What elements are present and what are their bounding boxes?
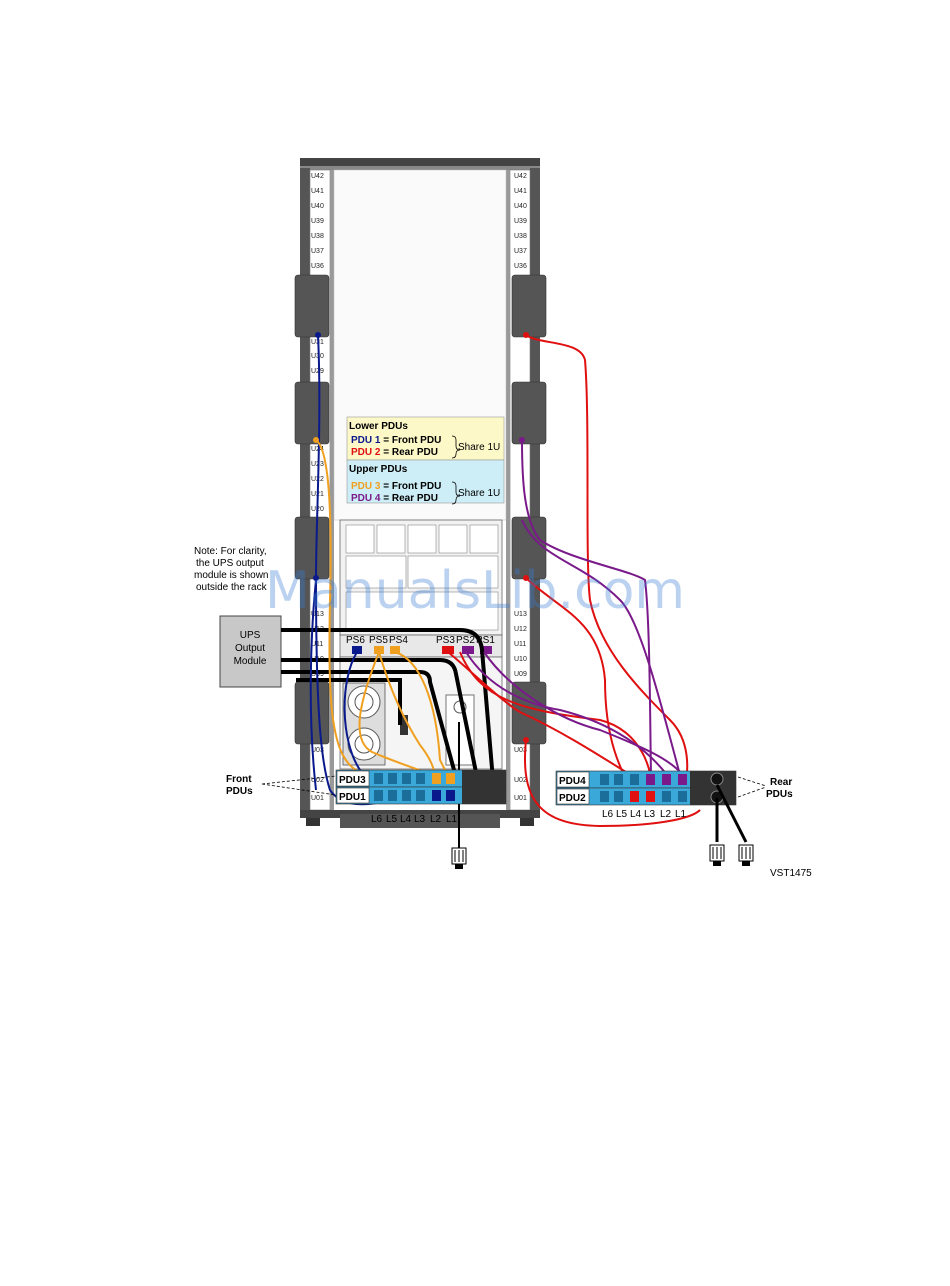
ps-labels: PS6 PS5 PS4 PS3 PS2 PS1 — [346, 635, 495, 646]
legend-pdu1: PDU 1 = Front PDU — [351, 435, 441, 446]
legend-upper: Upper PDUs PDU 3 = Front PDU PDU 4 = Rea… — [346, 459, 505, 505]
u-label: U11 — [514, 641, 526, 648]
u-label: U30 — [311, 353, 324, 360]
rear-line-labels: L6 L5 L4 L3 L2 L1 — [602, 809, 687, 820]
legend-pdu2: PDU 2 = Rear PDU — [351, 447, 438, 458]
figure-id: VST1475 — [770, 868, 812, 879]
line-label: L5 — [386, 814, 398, 825]
ps-label: PS5 — [369, 635, 388, 646]
u-label: U42 — [514, 173, 527, 180]
line-label: L2 — [660, 809, 672, 820]
u-label: U03 — [514, 747, 527, 754]
clarity-note: Note: For clarity, the UPS output module… — [194, 546, 268, 593]
legend-pdu4: PDU 4 = Rear PDU — [351, 493, 438, 504]
ups-label-line: Output — [235, 643, 265, 654]
note-line: module is shown — [194, 570, 268, 581]
ups-output-module: UPS Output Module — [219, 615, 282, 688]
note-line: the UPS output — [196, 558, 264, 569]
line-label: L3 — [644, 809, 656, 820]
ps-label: PS3 — [436, 635, 455, 646]
front-pdus-label: Front — [226, 774, 252, 785]
u-label: U24 — [311, 446, 324, 453]
u-label: U38 — [514, 233, 527, 240]
rear-input-cords — [715, 784, 748, 843]
u-label: U38 — [311, 233, 324, 240]
u-label: U03 — [311, 747, 324, 754]
ps-label: PS1 — [476, 635, 495, 646]
rail-brackets-left — [294, 274, 330, 745]
rear-pdu-4: PDU4 — [555, 770, 737, 789]
u-label: U02 — [514, 777, 527, 784]
rear-pdus-callout: Rear PDUs — [737, 776, 793, 800]
rear-power-plug-1 — [709, 844, 725, 866]
line-label: L5 — [616, 809, 628, 820]
line-label: L2 — [430, 814, 442, 825]
u-label: U39 — [514, 218, 527, 225]
legend-lower-share: Share 1U — [458, 442, 500, 453]
front-line-labels: L6 L5 L4 L3 L2 L1 — [371, 814, 458, 825]
legend-lower-title: Lower PDUs — [349, 421, 408, 432]
u-label: U29 — [311, 368, 324, 375]
front-pdu-3: PDU3 — [335, 769, 507, 788]
line-label: L6 — [602, 809, 614, 820]
watermark: ManualsLib.com — [265, 561, 685, 621]
note-line: outside the rack — [196, 582, 268, 593]
line-label: L1 — [446, 814, 458, 825]
u-label: U37 — [514, 248, 527, 255]
pdu1-label: PDU1 — [339, 792, 366, 803]
rear-power-plug-2 — [738, 844, 754, 866]
u-label: U13 — [514, 611, 527, 618]
u-label: U01 — [311, 795, 324, 802]
note-line: Note: For clarity, — [194, 546, 267, 557]
u-label: U09 — [514, 671, 527, 678]
ps-connectors — [352, 646, 492, 654]
front-pdus-label: PDUs — [226, 786, 253, 797]
u-label: U40 — [514, 203, 527, 210]
front-pdu-1: PDU1 — [335, 786, 507, 805]
rear-pdu-2: PDU2 — [555, 787, 737, 806]
u-label: U02 — [311, 777, 324, 784]
u-label: U36 — [514, 263, 527, 270]
line-label: L4 — [630, 809, 642, 820]
legend-upper-share: Share 1U — [458, 488, 500, 499]
legend-upper-title: Upper PDUs — [349, 464, 408, 475]
ps-label: PS4 — [389, 635, 408, 646]
ps-label: PS2 — [456, 635, 475, 646]
ups-label-line: Module — [234, 656, 267, 667]
u-label: U37 — [311, 248, 324, 255]
u-label: U42 — [311, 173, 324, 180]
pdu3-label: PDU3 — [339, 775, 366, 786]
line-label: L6 — [371, 814, 383, 825]
line-label: L1 — [675, 809, 687, 820]
purple-cables — [465, 439, 684, 776]
u-label: U41 — [311, 188, 324, 195]
rear-pdus-label: Rear — [770, 777, 792, 788]
pdu4-label: PDU4 — [559, 776, 586, 787]
u-label: U13 — [311, 611, 324, 618]
front-power-plug — [451, 847, 467, 869]
u-label: U12 — [514, 626, 527, 633]
legend-lower: Lower PDUs PDU 1 = Front PDU PDU 2 = Rea… — [346, 416, 505, 461]
ups-label-line: UPS — [240, 630, 261, 641]
u-label: U01 — [514, 795, 527, 802]
legend-pdu3: PDU 3 = Front PDU — [351, 481, 441, 492]
rear-pdus-label: PDUs — [766, 789, 793, 800]
u-label: U39 — [311, 218, 324, 225]
u-label: U41 — [514, 188, 527, 195]
u-label: U40 — [311, 203, 324, 210]
pdu2-label: PDU2 — [559, 793, 586, 804]
plug-dots — [313, 332, 529, 743]
front-pdus-callout: Front PDUs — [226, 774, 337, 797]
line-label: L4 — [400, 814, 412, 825]
u-label: U10 — [514, 656, 527, 663]
u-label: U36 — [311, 263, 324, 270]
line-label: L3 — [414, 814, 426, 825]
ps-label: PS6 — [346, 635, 365, 646]
u-labels-right: U42 U41 U40 U39 U38 U37 U36 U13 U12 U11 … — [514, 173, 527, 802]
